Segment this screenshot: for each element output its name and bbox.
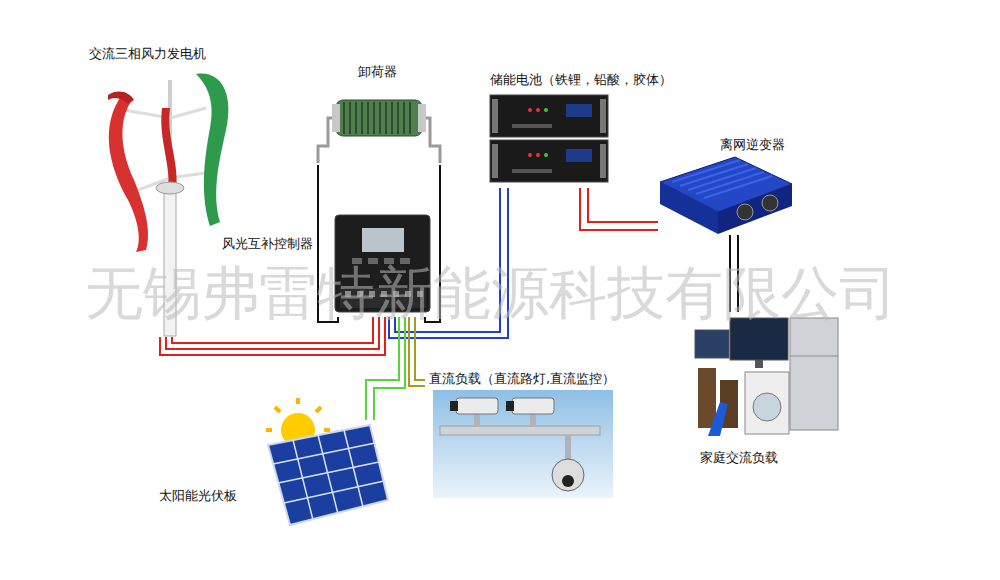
ac-load-node: 家庭交流负载 xyxy=(685,312,845,470)
wind-turbine-art-part xyxy=(109,95,148,252)
ac-load-art-part xyxy=(753,393,781,421)
battery-art-part xyxy=(528,108,532,112)
ac-load-art-part xyxy=(695,330,729,358)
resistor-art-part xyxy=(344,102,410,134)
battery-art-part xyxy=(512,169,552,173)
solar-art-part xyxy=(268,425,388,525)
ac-load-art-part xyxy=(790,318,838,430)
component-label: 直流负载（直流路灯,直流监控） xyxy=(429,371,615,387)
resistor-art xyxy=(318,100,440,163)
resistor-art-part xyxy=(332,104,340,132)
battery-art xyxy=(490,95,608,182)
dc-load-art-part xyxy=(562,475,574,487)
dump-load-node: 卸荷器 xyxy=(305,62,450,165)
watermark-box: 无锡弗雷特新能源科技有限公司 xyxy=(85,262,897,326)
ac-load-art-part xyxy=(755,360,763,368)
component-label: 家庭交流负载 xyxy=(700,450,778,466)
battery-art-part xyxy=(512,124,552,128)
inverter-node: 离网逆变器 xyxy=(658,135,798,235)
component-label: 交流三相风力发电机 xyxy=(89,46,206,62)
dc-load-art-part xyxy=(440,426,600,435)
battery-art-part xyxy=(536,153,540,157)
component-label: 离网逆变器 xyxy=(720,137,785,153)
dc-load-art-part xyxy=(552,459,584,491)
battery-art-part xyxy=(492,144,498,178)
inverter-art-part xyxy=(718,184,792,234)
solar-panel-node: 太阳能光伏板 xyxy=(155,420,390,528)
component-label: 储能电池（铁锂，铅酸，胶体） xyxy=(490,72,672,88)
solar-art-part xyxy=(273,430,384,520)
wind-turbine-art-part xyxy=(108,91,134,104)
dc-load-wire xyxy=(409,317,425,386)
wind-turbine-art-part xyxy=(196,74,228,226)
ac-load-art-part xyxy=(708,402,728,436)
battery-art-part xyxy=(544,108,548,112)
resistor-art-part xyxy=(336,100,422,136)
component-label: 太阳能光伏板 xyxy=(159,488,237,504)
ac-load-art-part xyxy=(790,356,838,357)
solar-art xyxy=(266,398,388,525)
battery-art-part xyxy=(490,140,608,182)
dc-load-node: 直流负载（直流路灯,直流监控） xyxy=(425,368,625,500)
controller-art-part xyxy=(362,228,404,252)
dc-load-art-part xyxy=(506,401,514,411)
resistor-art-part xyxy=(418,104,426,132)
inverter-art xyxy=(660,157,792,234)
ac-load-art-part xyxy=(745,372,789,434)
inverter-art-part xyxy=(672,160,772,198)
battery-art-part xyxy=(600,144,606,178)
battery-art-part xyxy=(490,95,608,137)
component-label: 风光互补控制器 xyxy=(222,236,313,252)
wind-turbine-art-part xyxy=(170,108,206,118)
battery-art-part xyxy=(536,108,540,112)
inverter-art-part xyxy=(737,204,753,220)
pv-wire xyxy=(366,317,405,420)
ac-load-art xyxy=(695,318,838,436)
inverter-art-part xyxy=(762,195,778,211)
dc-load-art xyxy=(433,390,613,498)
watermark: 无锡弗雷特新能源科技有限公司 xyxy=(85,262,897,326)
battery-art-part xyxy=(544,153,548,157)
dc-load-art-part xyxy=(433,390,613,498)
ac-load-art-part xyxy=(698,368,716,428)
battery-node: 储能电池（铁锂，铅酸，胶体） xyxy=(488,70,688,188)
wind-turbine-art-part xyxy=(156,182,184,194)
battery-art-part xyxy=(566,104,592,117)
battery-art-part xyxy=(528,153,532,157)
dc-load-art-part xyxy=(512,398,554,414)
battery-art-part xyxy=(492,99,498,133)
battery-art-part xyxy=(600,99,606,133)
dc-load-art-part xyxy=(456,398,498,414)
battery-wire xyxy=(580,188,658,230)
battery-art-part xyxy=(566,149,592,162)
component-label: 卸荷器 xyxy=(358,64,397,80)
dc-load-art-part xyxy=(450,401,458,411)
inverter-art-part xyxy=(660,182,718,234)
